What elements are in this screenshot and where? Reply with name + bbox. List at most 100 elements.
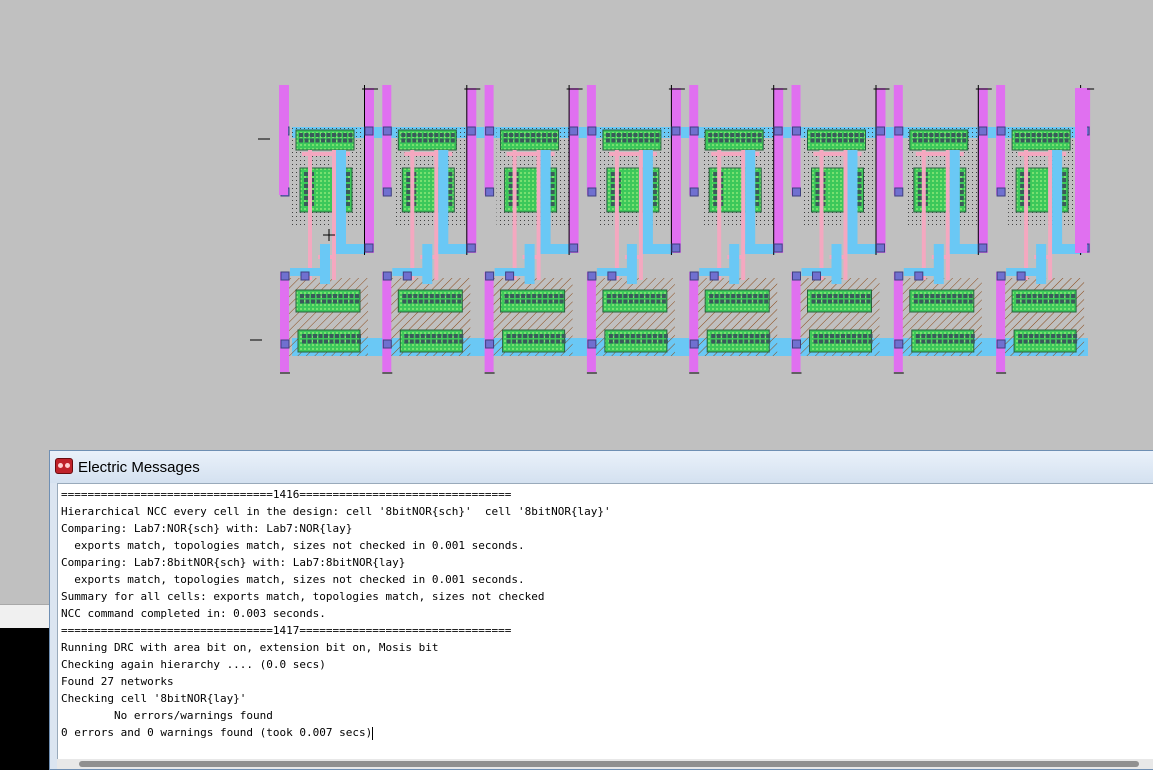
- active-contact: [515, 299, 520, 304]
- active-contact: [550, 334, 555, 338]
- active-contact: [304, 184, 308, 188]
- active-contact: [935, 299, 940, 304]
- active-contact: [755, 202, 760, 206]
- active-contact: [813, 334, 818, 338]
- output-metal1: [745, 150, 756, 250]
- active-contact: [304, 202, 308, 206]
- active-contact: [719, 133, 724, 137]
- active-contact: [650, 294, 655, 298]
- via: [364, 126, 374, 136]
- output-metal2-bar: [568, 88, 579, 253]
- messages-text-area[interactable]: ================================1416====…: [57, 483, 1153, 769]
- via: [382, 126, 392, 136]
- active-contact: [816, 138, 820, 143]
- horizontal-scrollbar[interactable]: [57, 759, 1153, 769]
- active-contact: [337, 138, 342, 143]
- output-metal1: [438, 244, 469, 254]
- active-contact: [446, 294, 451, 298]
- input-metal1: [933, 244, 944, 284]
- active-contact: [951, 138, 956, 143]
- active-contact: [321, 133, 325, 137]
- active-contact: [300, 299, 304, 304]
- active-contact: [746, 133, 751, 137]
- message-line: Checking again hierarchy .... (0.0 secs): [61, 658, 326, 671]
- active-contact: [407, 299, 412, 304]
- active-contact: [1060, 299, 1065, 304]
- active-contact: [300, 294, 304, 298]
- active-contact: [656, 299, 661, 304]
- active-contact: [838, 138, 842, 143]
- active-contact: [813, 339, 818, 344]
- active-contact: [550, 172, 555, 176]
- active-contact: [951, 133, 956, 137]
- active-contact: [846, 339, 851, 344]
- active-contact: [959, 184, 964, 188]
- active-contact: [517, 334, 522, 338]
- active-contact: [857, 196, 862, 200]
- active-contact: [658, 334, 663, 338]
- via: [792, 187, 801, 197]
- active-contact: [849, 138, 853, 143]
- via: [402, 271, 412, 281]
- via: [812, 271, 821, 281]
- active-contact: [440, 294, 445, 298]
- active-contact: [1062, 190, 1067, 194]
- active-contact: [610, 184, 615, 188]
- layout-canvas[interactable]: [0, 0, 1153, 450]
- active-contact: [550, 202, 555, 206]
- via: [709, 271, 719, 281]
- active-contact: [412, 133, 417, 137]
- via: [485, 339, 495, 349]
- active-contact: [714, 294, 719, 298]
- active-contact: [861, 299, 865, 304]
- active-contact: [508, 196, 513, 200]
- active-contact: [335, 334, 339, 338]
- active-contact: [841, 334, 845, 338]
- active-contact: [1053, 133, 1058, 137]
- via: [978, 243, 988, 253]
- active-contact: [841, 339, 845, 344]
- active-contact: [355, 299, 359, 304]
- active-contact: [523, 339, 528, 344]
- active-contact: [611, 138, 616, 143]
- active-contact: [857, 202, 862, 206]
- input-metal2-bar: [893, 85, 903, 195]
- active-contact: [755, 172, 760, 176]
- messages-titlebar[interactable]: Electric Messages: [50, 451, 1153, 483]
- via: [607, 271, 617, 281]
- via: [894, 187, 904, 197]
- active-contact: [633, 133, 638, 137]
- active-contact: [406, 178, 411, 182]
- active-contact: [612, 294, 617, 298]
- active-contact: [954, 334, 959, 338]
- active-contact: [815, 202, 820, 206]
- via: [996, 126, 1006, 136]
- active-contact: [830, 334, 834, 338]
- active-contact: [649, 133, 654, 137]
- active-contact: [937, 339, 942, 344]
- active-contact: [445, 138, 450, 143]
- active-contact: [343, 138, 347, 143]
- active-contact: [457, 294, 462, 298]
- active-contact: [866, 299, 871, 304]
- input-metal2-bar: [382, 85, 392, 195]
- via: [1016, 271, 1026, 281]
- active-contact: [720, 299, 725, 304]
- messages-window[interactable]: Electric Messages ======================…: [49, 450, 1153, 770]
- via: [382, 339, 392, 349]
- active-contact: [610, 190, 615, 194]
- active-contact: [431, 339, 436, 344]
- active-contact: [617, 294, 622, 298]
- message-line: No errors/warnings found: [61, 709, 273, 722]
- active-contact: [852, 334, 856, 338]
- active-contact: [713, 138, 718, 143]
- active-contact: [1062, 334, 1067, 338]
- active-contact: [616, 133, 621, 137]
- active-contact: [514, 133, 519, 137]
- active-contact: [755, 334, 760, 338]
- active-contact: [531, 133, 536, 137]
- active-contact: [439, 138, 444, 143]
- active-contact: [749, 334, 754, 338]
- scrollbar-thumb[interactable]: [79, 761, 1139, 767]
- active-contact: [959, 334, 964, 338]
